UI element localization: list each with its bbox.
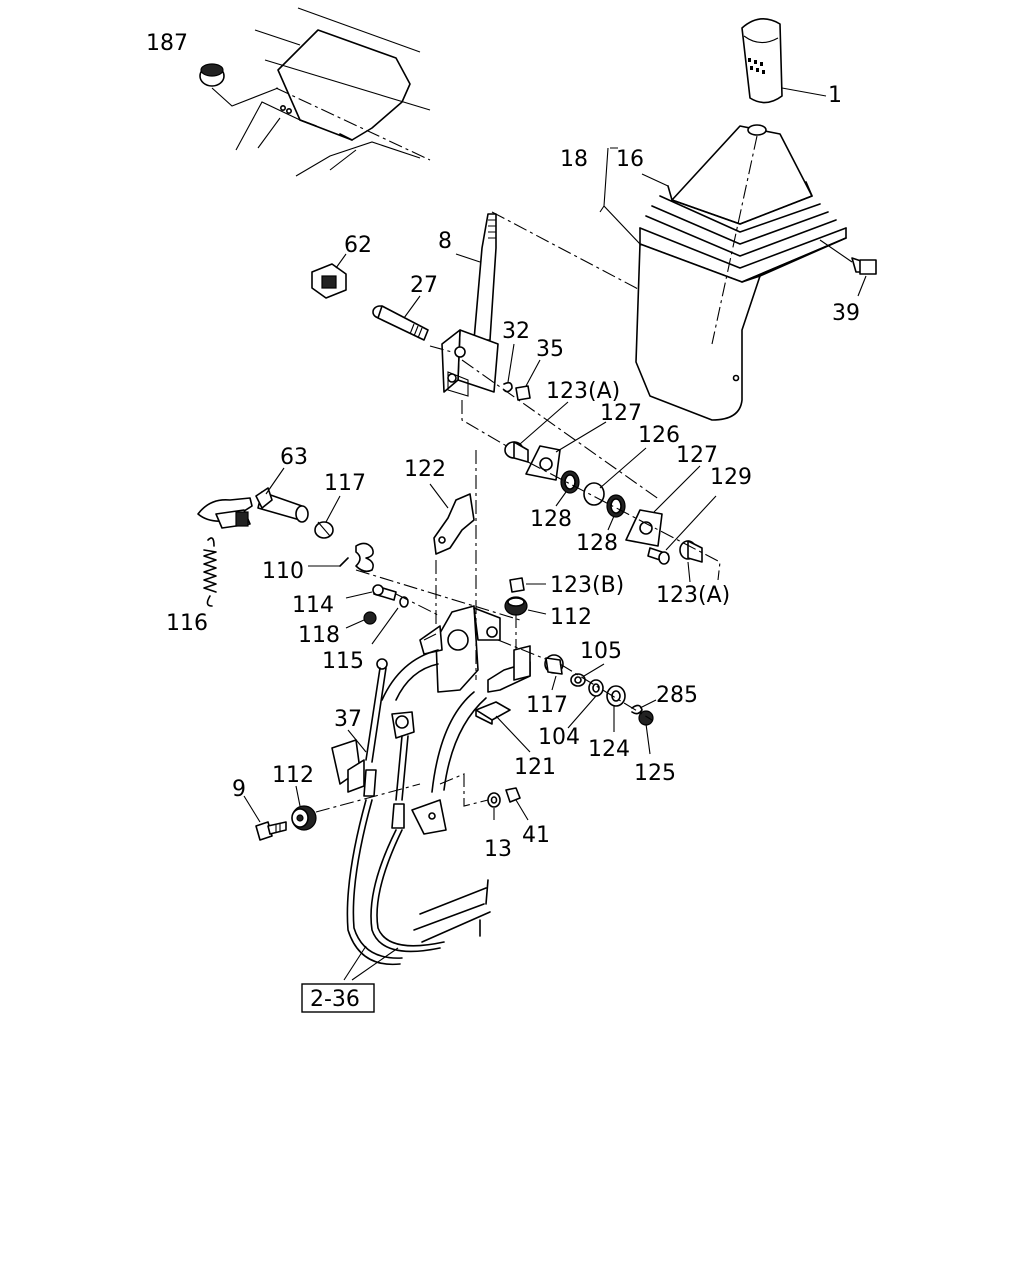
label-126: 126 (638, 423, 680, 448)
label-117-upper: 117 (324, 471, 366, 496)
shift-lever-8 (455, 211, 641, 341)
label-116: 116 (166, 611, 208, 636)
label-1: 1 (828, 83, 842, 108)
label-114: 114 (292, 593, 334, 618)
label-2-36: 2-36 (310, 987, 360, 1012)
reference-2-36 (301, 945, 399, 1013)
bracket-37 (331, 729, 447, 835)
plate-127-left (525, 421, 607, 481)
label-8: 8 (438, 229, 452, 254)
bolt-27 (372, 295, 429, 341)
label-63: 63 (280, 445, 308, 470)
label-32: 32 (502, 319, 530, 344)
label-129: 129 (710, 465, 752, 490)
label-9: 9 (232, 777, 246, 802)
label-125: 125 (634, 761, 676, 786)
label-123a-upper: 123(A) (546, 379, 620, 404)
bushing-123b (509, 577, 546, 593)
label-115: 115 (322, 649, 364, 674)
label-121: 121 (514, 755, 556, 780)
grommet-187 (199, 63, 279, 107)
nut-125 (638, 710, 654, 755)
label-62: 62 (344, 233, 372, 258)
nut-62 (311, 253, 347, 299)
lever-bracket (429, 329, 661, 501)
label-127-right: 127 (676, 443, 718, 468)
label-285: 285 (656, 683, 698, 708)
bolt-129 (647, 495, 717, 565)
torsion-spring-110 (308, 542, 521, 621)
bushing-117-lower (544, 654, 564, 691)
label-123b: 123(B) (550, 573, 624, 598)
plate-122 (429, 483, 475, 650)
label-112-left: 112 (272, 763, 314, 788)
label-37: 37 (334, 707, 362, 732)
label-123a-lower: 123(A) (656, 583, 730, 608)
pad-121 (475, 701, 531, 753)
label-122: 122 (404, 457, 446, 482)
rod-63 (197, 467, 309, 529)
shift-boot-16 (599, 124, 847, 421)
washer-105 (570, 663, 605, 687)
label-105: 105 (580, 639, 622, 664)
label-128-left: 128 (530, 507, 572, 532)
main-bracket (419, 450, 549, 693)
spring-116 (203, 537, 217, 607)
label-104: 104 (538, 725, 580, 750)
washer-115 (371, 596, 409, 645)
bolt-114 (345, 584, 397, 601)
grommet-112-left (291, 783, 421, 831)
bushing-123a-upper (504, 401, 569, 463)
clip-285 (631, 699, 657, 715)
nut-41 (505, 787, 529, 821)
screw-39 (819, 239, 877, 297)
grommet-112-right (504, 596, 547, 660)
label-128-right: 128 (576, 531, 618, 556)
label-110: 110 (262, 559, 304, 584)
bolt-9 (243, 795, 287, 841)
label-124: 124 (588, 737, 630, 762)
label-13: 13 (484, 837, 512, 862)
nut-35 (515, 359, 541, 401)
label-41: 41 (522, 823, 550, 848)
label-27: 27 (410, 273, 438, 298)
control-cables (346, 658, 491, 966)
console-sketch (235, 7, 431, 177)
label-117-lower: 117 (526, 693, 568, 718)
label-16: 16 (616, 147, 644, 172)
label-18: 18 (560, 147, 588, 172)
label-35: 35 (536, 337, 564, 362)
nut-118 (345, 611, 377, 629)
label-127-left: 127 (600, 401, 642, 426)
label-118: 118 (298, 623, 340, 648)
bushing-128-left (555, 470, 580, 507)
label-112-right: 112 (550, 605, 592, 630)
bushing-124 (606, 685, 626, 732)
bushing-123a-lower (679, 540, 703, 583)
label-39: 39 (832, 301, 860, 326)
label-187: 187 (146, 31, 188, 56)
bushing-117-upper (314, 495, 341, 539)
clip-32 (503, 343, 515, 393)
washer-13 (487, 792, 501, 820)
plate-127-right (625, 465, 701, 547)
bushing-128-right (606, 494, 626, 531)
pedal-arms (381, 649, 487, 793)
gear-knob-1 (741, 18, 827, 104)
